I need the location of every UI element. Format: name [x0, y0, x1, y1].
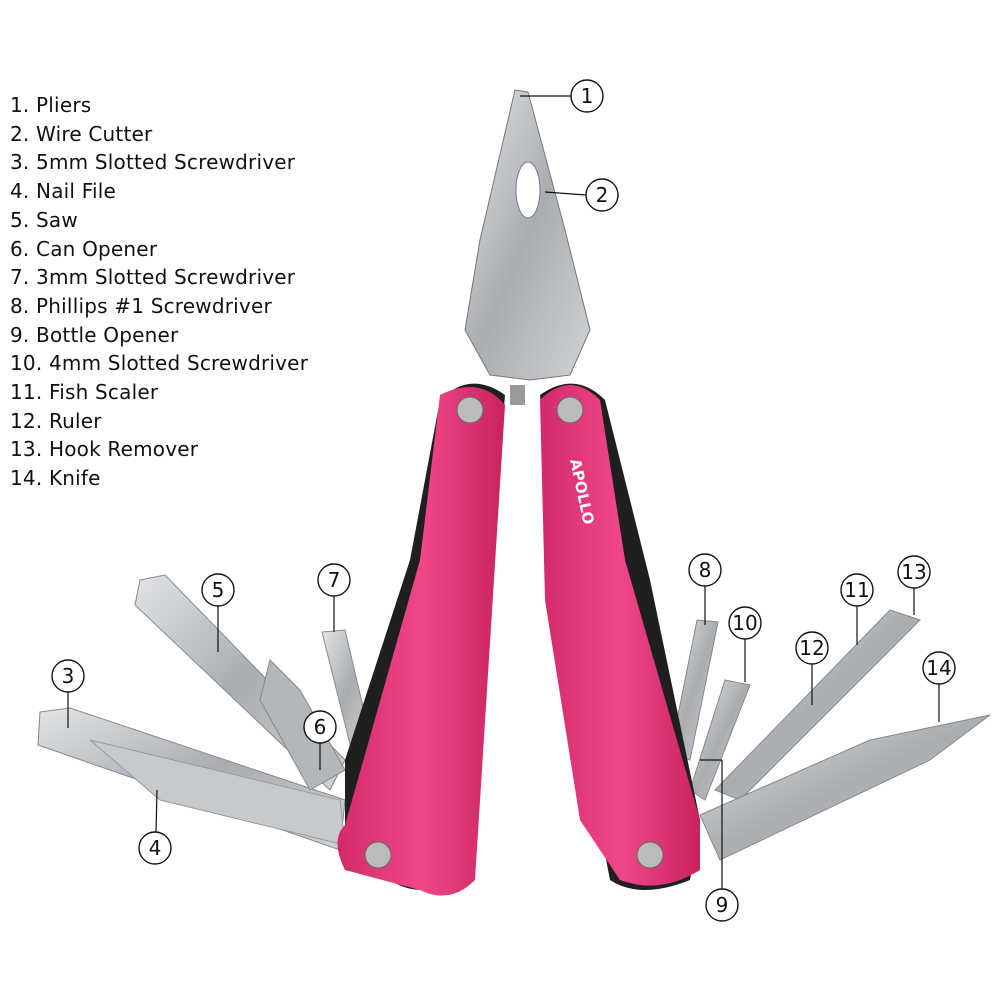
- screw-icon: [556, 396, 584, 424]
- callout-13: 13: [897, 555, 931, 615]
- svg-text:10: 10: [732, 611, 757, 635]
- svg-text:6: 6: [314, 715, 327, 739]
- callout-6: 6: [303, 710, 337, 770]
- svg-text:12: 12: [799, 636, 824, 660]
- callout-1: 1: [520, 79, 604, 113]
- legend-item: 14. Knife: [10, 466, 101, 491]
- legend-item: 10. 4mm Slotted Screwdriver: [10, 351, 309, 376]
- legend-item: 7. 3mm Slotted Screwdriver: [10, 265, 296, 290]
- can-opener-blade: [259, 659, 346, 791]
- callout-11: 11: [840, 573, 874, 645]
- legend-item: 4. Nail File: [10, 179, 116, 204]
- callout-12: 12: [795, 631, 829, 705]
- callout-9: 9: [700, 759, 739, 922]
- svg-text:13: 13: [901, 560, 926, 584]
- svg-text:8: 8: [699, 558, 712, 582]
- pliers-jaw: [464, 89, 591, 381]
- svg-text:4: 4: [149, 836, 162, 860]
- legend-item: 3. 5mm Slotted Screwdriver: [10, 150, 296, 175]
- legend-item: 11. Fish Scaler: [10, 380, 159, 405]
- legend-item: 9. Bottle Opener: [10, 322, 179, 347]
- knife-blade: [699, 714, 991, 861]
- legend-item: 5. Saw: [10, 207, 78, 232]
- right-handle: APOLLO: [540, 383, 700, 890]
- callout-7: 7: [317, 563, 351, 632]
- tool-legend: 1. Pliers 2. Wire Cutter 3. 5mm Slotted …: [10, 91, 308, 493]
- legend-item: 8. Phillips #1 Screwdriver: [10, 293, 272, 318]
- callout-10: 10: [728, 606, 762, 682]
- legend-item: 13. Hook Remover: [10, 437, 199, 462]
- screw-icon: [456, 396, 484, 424]
- screw-icon: [636, 841, 664, 869]
- screwdriver-4mm-blade: [689, 679, 751, 801]
- legend-item: 12. Ruler: [10, 408, 102, 433]
- svg-text:14: 14: [926, 656, 951, 680]
- svg-text:2: 2: [596, 183, 609, 207]
- callout-14: 14: [922, 651, 956, 722]
- svg-text:3: 3: [62, 664, 75, 688]
- legend-item: 6. Can Opener: [10, 236, 158, 261]
- svg-text:9: 9: [716, 893, 729, 917]
- screw-icon: [364, 841, 392, 869]
- spring: [510, 385, 525, 405]
- callout-3: 3: [51, 659, 85, 728]
- callout-8: 8: [688, 553, 722, 625]
- phillips-screwdriver-blade: [669, 619, 719, 761]
- callout-5: 5: [201, 573, 235, 652]
- svg-text:5: 5: [212, 578, 225, 602]
- legend-item: 2. Wire Cutter: [10, 121, 153, 146]
- svg-text:7: 7: [328, 568, 341, 592]
- left-handle: [337, 383, 505, 896]
- svg-text:1: 1: [581, 84, 594, 108]
- svg-text:11: 11: [844, 578, 869, 602]
- wire-cutter-notch: [515, 161, 541, 219]
- callout-4: 4: [138, 789, 172, 865]
- callout-2: 2: [544, 178, 619, 212]
- legend-item: 1. Pliers: [10, 93, 92, 117]
